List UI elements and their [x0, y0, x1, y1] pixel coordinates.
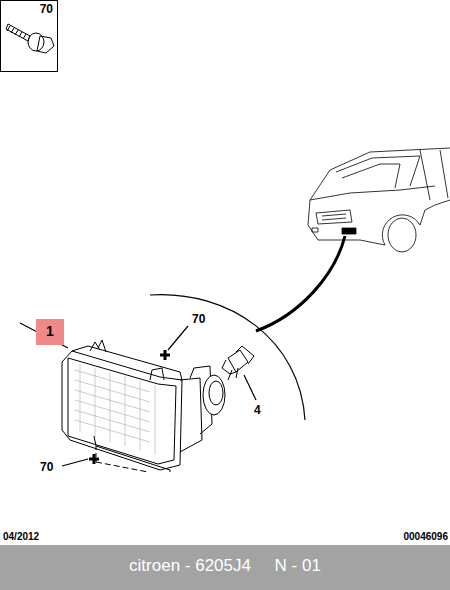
node-text: 70	[1, 2, 53, 16]
diagram-number: 00046096	[404, 531, 449, 542]
fastener-box: 70	[0, 0, 58, 72]
part-number-box: 1	[36, 319, 64, 345]
bulb	[222, 346, 254, 380]
node-text: citroen - 6205J4 N - 01	[0, 556, 450, 576]
footer-band: citroen - 6205J4 N - 01	[0, 545, 450, 590]
car-outline	[308, 148, 450, 252]
node-text: 1	[36, 323, 64, 339]
fog-lamp	[62, 340, 225, 472]
callout-number: 70	[40, 460, 53, 474]
callout-number: 70	[192, 312, 205, 326]
callout-number: 4	[254, 403, 261, 417]
date-code: 04/2012	[3, 531, 39, 542]
screw-icon	[6, 24, 54, 53]
